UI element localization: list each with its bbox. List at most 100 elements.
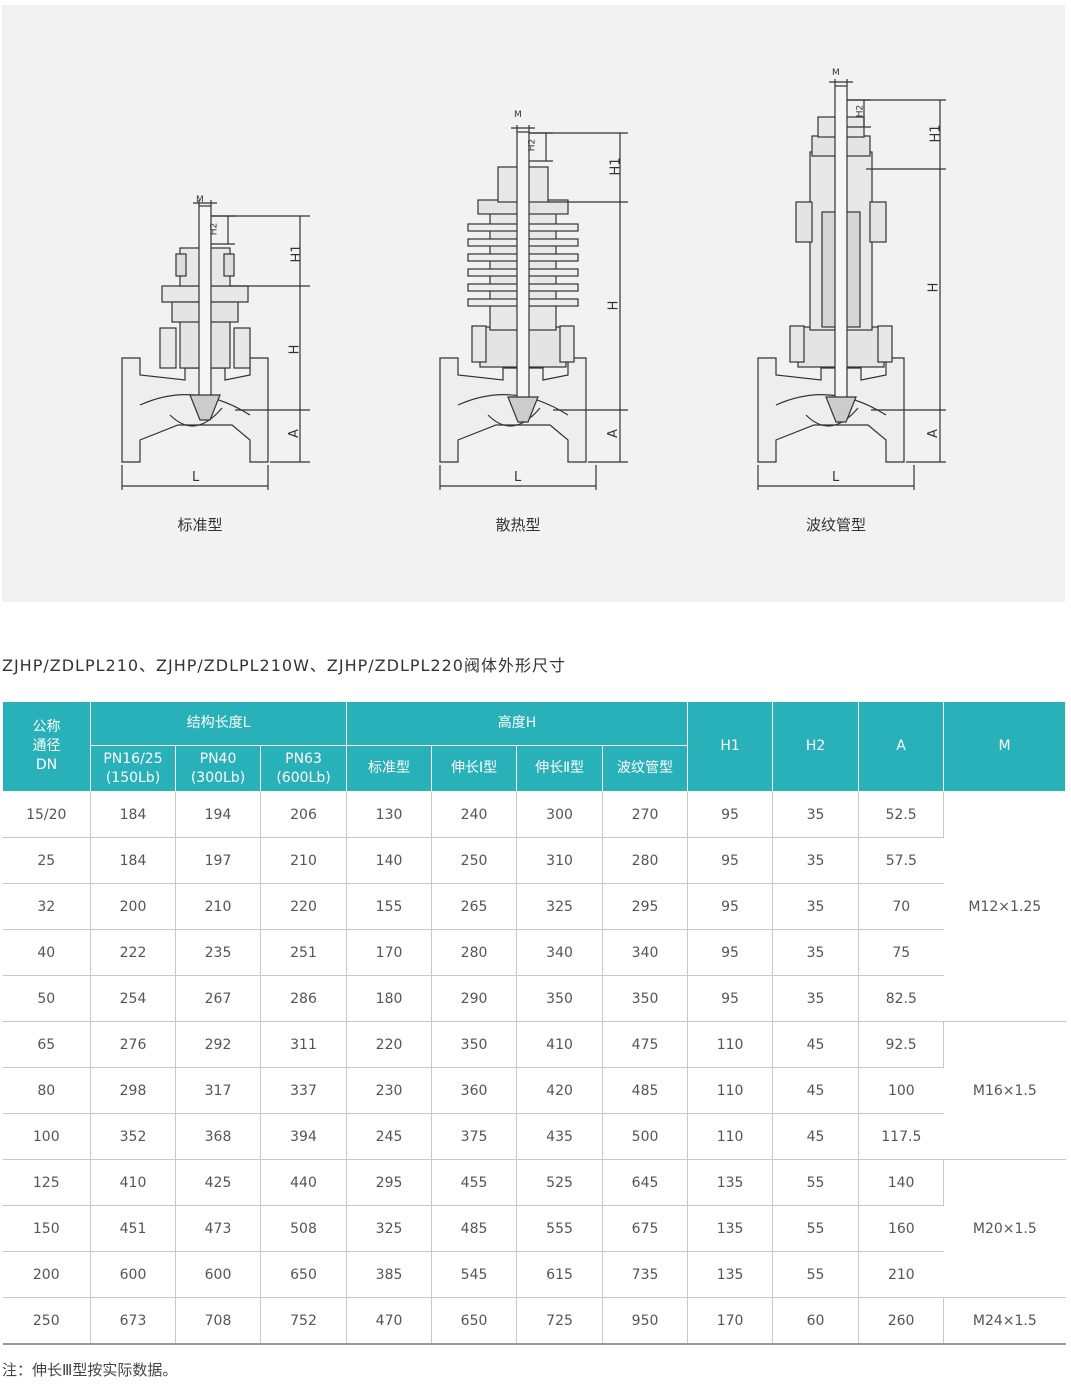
table-cell: 650 xyxy=(260,1251,348,1298)
dim-label-m: M xyxy=(514,110,522,120)
table-cell: 435 xyxy=(516,1113,604,1160)
table-cell: 340 xyxy=(516,929,604,976)
table-cell: 220 xyxy=(346,1021,433,1068)
dim-label-l: L xyxy=(514,470,522,485)
table-cell: 95 xyxy=(687,791,774,838)
header-m: M xyxy=(943,701,1067,792)
table-cell: 385 xyxy=(346,1251,433,1298)
table-cell: 475 xyxy=(602,1021,689,1068)
table-cell: 117.5 xyxy=(858,1113,944,1160)
table-cell: 295 xyxy=(602,883,689,930)
dim-label-h2: H2 xyxy=(855,104,866,118)
table-cell: 352 xyxy=(90,1113,176,1160)
table-cell: 110 xyxy=(687,1113,774,1160)
table-cell: 194 xyxy=(175,791,261,838)
table-cell: 254 xyxy=(90,975,176,1022)
dim-label-m: M xyxy=(832,68,840,78)
table-cell: 375 xyxy=(431,1113,518,1160)
table-cell: 675 xyxy=(602,1205,689,1252)
dim-label-h1: H1 xyxy=(928,124,944,143)
table-cell: 135 xyxy=(687,1205,774,1252)
table-cell: 245 xyxy=(346,1113,433,1160)
dim-label-h: H xyxy=(926,282,942,293)
table-cell: 230 xyxy=(346,1067,433,1114)
table-cell: 260 xyxy=(858,1297,945,1345)
header-bellows: 波纹管型 xyxy=(602,745,689,792)
table-cell: 40 xyxy=(2,929,91,976)
table-cell: 250 xyxy=(431,837,518,884)
table-cell: 311 xyxy=(260,1021,348,1068)
table-cell: 140 xyxy=(346,837,433,884)
table-cell: 55 xyxy=(772,1205,860,1252)
dim-label-l: L xyxy=(192,470,200,485)
table-cell: 555 xyxy=(516,1205,604,1252)
table-cell: 298 xyxy=(90,1067,176,1114)
table-cell: 60 xyxy=(772,1297,860,1345)
table-cell: 295 xyxy=(346,1159,433,1206)
table-cell: 155 xyxy=(346,883,433,930)
header-extended-1: 伸长Ⅰ型 xyxy=(431,745,518,792)
table-cell: 420 xyxy=(516,1067,604,1114)
standard-valve-drawing: M H2 H1 H A L xyxy=(110,190,330,500)
table-cell: 184 xyxy=(90,791,176,838)
table-cell: 410 xyxy=(516,1021,604,1068)
table-cell: 75 xyxy=(858,929,944,976)
table-cell: 55 xyxy=(772,1251,860,1298)
table-cell: 100 xyxy=(2,1113,91,1160)
dim-label-a: A xyxy=(286,429,302,438)
table-cell: 110 xyxy=(687,1067,774,1114)
table-cell: 95 xyxy=(687,837,774,884)
table-cell: 15/20 xyxy=(2,791,91,838)
table-cell: 251 xyxy=(260,929,348,976)
table-cell: 340 xyxy=(602,929,689,976)
table-cell: 35 xyxy=(772,975,860,1022)
table-cell: 95 xyxy=(687,929,774,976)
table-cell: 135 xyxy=(687,1159,774,1206)
table-cell: 45 xyxy=(772,1113,860,1160)
table-cell: 210 xyxy=(858,1251,944,1298)
table-cell: 337 xyxy=(260,1067,348,1114)
caption-heat-dissipation: 散热型 xyxy=(495,516,541,534)
table-cell: 455 xyxy=(431,1159,518,1206)
table-cell: 290 xyxy=(431,975,518,1022)
table-cell: 350 xyxy=(516,975,604,1022)
table-cell: 600 xyxy=(175,1251,261,1298)
table-cell: 508 xyxy=(260,1205,348,1252)
dim-label-h1: H1 xyxy=(608,157,624,176)
dim-label-h2: H2 xyxy=(527,138,538,152)
table-cell: 485 xyxy=(602,1067,689,1114)
table-cell: 25 xyxy=(2,837,91,884)
header-h2: H2 xyxy=(772,701,860,792)
table-cell: 265 xyxy=(431,883,518,930)
table-cell: 110 xyxy=(687,1021,774,1068)
table-cell: 735 xyxy=(602,1251,689,1298)
table-cell: 220 xyxy=(260,883,348,930)
table-cell: 170 xyxy=(346,929,433,976)
table-cell: 222 xyxy=(90,929,176,976)
table-cell: 650 xyxy=(431,1297,518,1345)
header-pn16-25: PN16/25(150Lb) xyxy=(90,745,176,792)
table-cell: 35 xyxy=(772,883,860,930)
table-cell: 410 xyxy=(90,1159,176,1206)
header-standard: 标准型 xyxy=(346,745,433,792)
table-cell: 140 xyxy=(858,1159,945,1206)
table-cell: 950 xyxy=(602,1297,689,1345)
table-cell: 45 xyxy=(772,1021,860,1068)
table-cell: 35 xyxy=(772,791,860,838)
dim-label-h1: H1 xyxy=(289,244,305,263)
header-pn40: PN40(300Lb) xyxy=(175,745,261,792)
table-cell: 325 xyxy=(346,1205,433,1252)
table-cell: 92.5 xyxy=(858,1021,945,1068)
table-cell: 267 xyxy=(175,975,261,1022)
table-cell: 57.5 xyxy=(858,837,944,884)
table-cell: 673 xyxy=(90,1297,176,1345)
table-cell: 292 xyxy=(175,1021,261,1068)
